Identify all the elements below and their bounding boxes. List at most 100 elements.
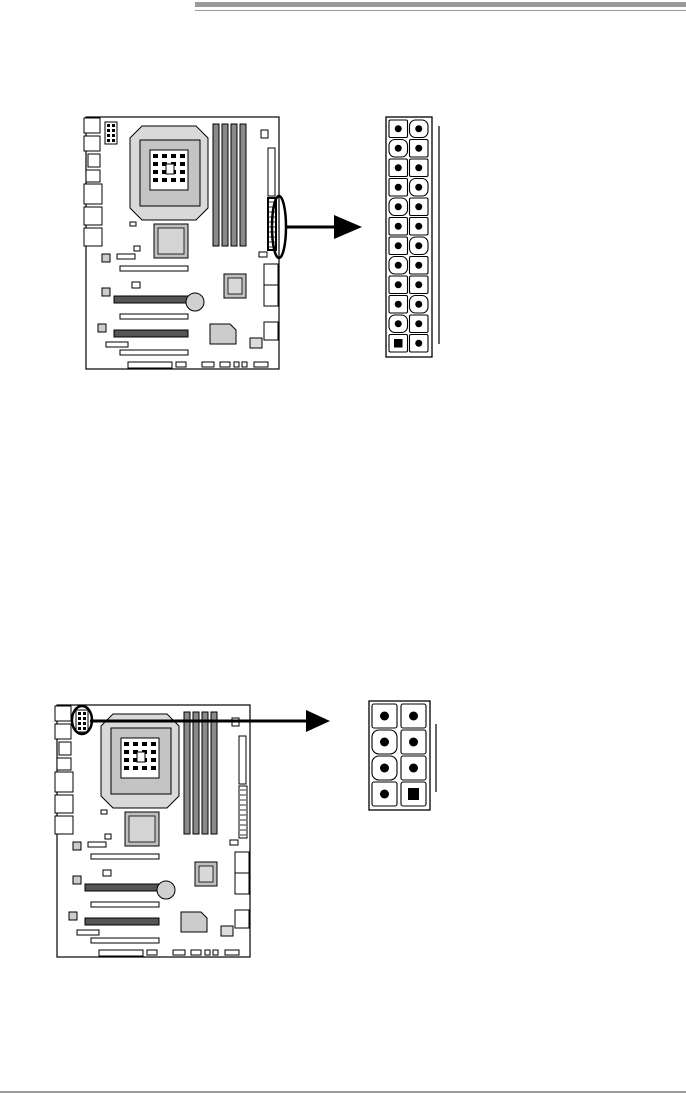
jumper xyxy=(259,252,267,257)
cpu-contact xyxy=(180,178,185,182)
pcie-x16-slot xyxy=(85,884,161,891)
capacitor xyxy=(102,254,110,262)
pin xyxy=(78,727,81,730)
header xyxy=(191,950,201,955)
power-connector-24pin xyxy=(385,116,457,359)
cpu-contact xyxy=(142,766,147,770)
ide-header xyxy=(239,736,246,784)
pin-round xyxy=(415,184,422,191)
dimm-slot xyxy=(213,124,219,246)
pin xyxy=(107,129,110,132)
front-panel-header xyxy=(128,362,172,368)
pin xyxy=(112,139,115,142)
pin xyxy=(78,722,81,725)
pin-round xyxy=(415,242,422,249)
pin xyxy=(107,124,110,127)
cpu-power-header xyxy=(105,122,117,144)
io-port xyxy=(84,207,102,225)
cpu-center xyxy=(166,164,174,174)
pin xyxy=(83,727,86,730)
pin-round xyxy=(415,281,422,288)
header xyxy=(176,362,186,367)
sata-connectors xyxy=(264,322,278,340)
cpu-contact xyxy=(171,178,176,182)
front-panel-header xyxy=(99,950,143,956)
cpu-contact xyxy=(153,162,158,166)
jumper xyxy=(101,810,107,814)
pcie-x1-slot xyxy=(120,314,188,319)
io-port xyxy=(55,772,73,792)
pin-round xyxy=(395,242,402,249)
header xyxy=(117,254,135,259)
io-port xyxy=(55,795,73,813)
pin xyxy=(78,717,81,720)
pin-round xyxy=(415,145,422,152)
io-chip xyxy=(181,912,207,932)
footer-rule xyxy=(0,1091,686,1093)
cmos-battery xyxy=(186,293,204,311)
pcie-x16-slot xyxy=(85,918,159,925)
motherboard-diagram-1 xyxy=(84,116,284,372)
capacitor xyxy=(73,842,81,850)
pin xyxy=(107,139,110,142)
pin xyxy=(83,717,86,720)
header xyxy=(77,930,99,935)
motherboard-diagram-2 xyxy=(55,704,255,960)
cpu-contact xyxy=(153,154,158,158)
pin-round xyxy=(415,164,422,171)
capacitor xyxy=(102,288,110,296)
pin-round xyxy=(415,301,422,308)
ide-header xyxy=(268,148,275,196)
pin-round xyxy=(380,712,389,721)
header xyxy=(254,362,268,367)
capacitor xyxy=(73,876,81,884)
pcie-x1-slot xyxy=(91,902,159,907)
io-chip xyxy=(210,324,236,344)
pcie-x16-slot xyxy=(114,296,190,303)
pin xyxy=(107,134,110,137)
pin-round xyxy=(395,262,402,269)
pin-round xyxy=(395,145,402,152)
pin-round xyxy=(415,320,422,327)
cpu-contact xyxy=(162,154,167,158)
dimm-slot xyxy=(240,124,246,246)
header xyxy=(103,870,111,876)
io-port xyxy=(84,136,100,151)
cpu-contact xyxy=(124,742,129,746)
dimm-slot xyxy=(222,124,228,246)
header xyxy=(213,950,218,955)
io-port xyxy=(84,184,102,204)
header-rule xyxy=(195,2,686,7)
pin xyxy=(78,712,81,715)
cpu-power-header xyxy=(76,710,88,732)
power-connector-8pin xyxy=(368,700,440,809)
cpu-contact xyxy=(162,178,167,182)
header xyxy=(106,342,128,347)
pin-square xyxy=(408,788,419,800)
header xyxy=(147,950,157,955)
header xyxy=(173,950,185,955)
pin-round xyxy=(415,223,422,230)
header xyxy=(225,950,239,955)
io-port xyxy=(84,118,100,133)
io-port xyxy=(84,228,102,246)
pcie-x1-slot xyxy=(120,266,188,271)
capacitor xyxy=(69,912,77,920)
northbridge-chip xyxy=(129,816,155,842)
cpu-contact xyxy=(133,742,138,746)
dimm-slot xyxy=(231,124,237,246)
header xyxy=(132,282,140,288)
pin-round xyxy=(415,340,422,347)
pin-square xyxy=(394,339,403,348)
header xyxy=(202,362,214,367)
cpu-contact xyxy=(151,742,156,746)
cpu-contact xyxy=(153,170,158,174)
jumper xyxy=(105,834,111,839)
io-port xyxy=(55,706,71,721)
io-port xyxy=(55,724,71,739)
cpu-contact xyxy=(180,170,185,174)
pin-round xyxy=(380,738,389,747)
cpu-contact xyxy=(133,766,138,770)
header xyxy=(220,362,230,367)
pin-round xyxy=(415,262,422,269)
